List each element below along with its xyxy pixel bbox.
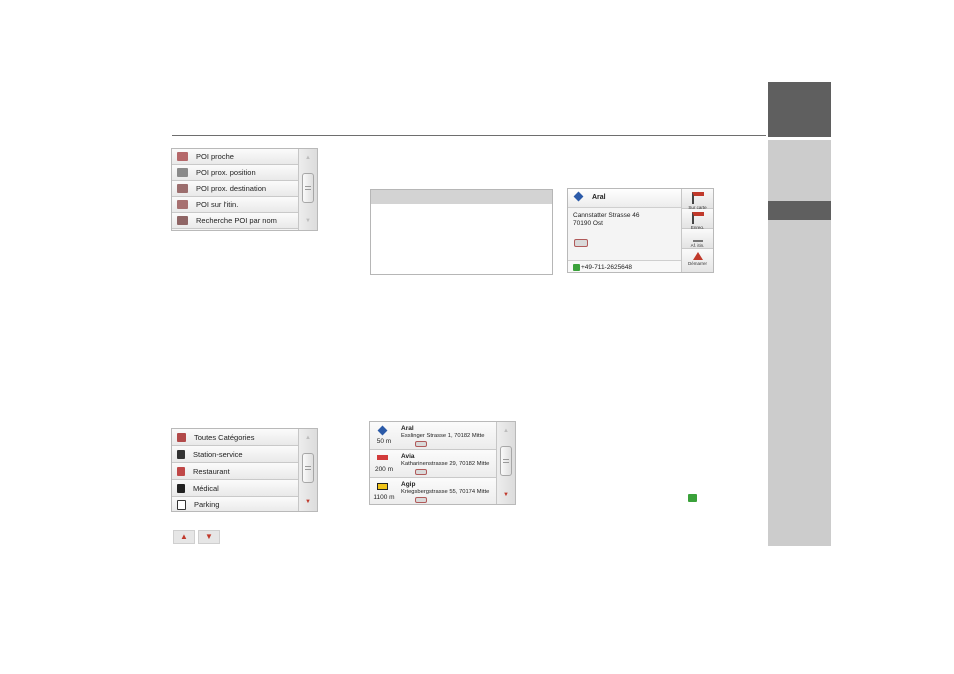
phone-number: +49-711-2625648 [581, 264, 633, 271]
result-row[interactable]: 200 m Avia Katharinenstrasse 29, 70182 M… [370, 450, 498, 478]
poi-results-screen: 50 m Aral Esslinger Strasse 1, 70182 Mit… [369, 421, 516, 505]
save-button[interactable]: Enreg. [682, 209, 713, 230]
button-label: Démarrer [687, 261, 707, 266]
result-row[interactable]: 1100 m Agip Kriegsbergstrasse 55, 70174 … [370, 478, 498, 504]
phone-icon [688, 494, 697, 502]
chapter-tab-marker [768, 201, 831, 220]
detail-action-panel: Sur carte Enreg. Af. itin. Démarrer [681, 189, 713, 272]
result-distance: 50 m [376, 438, 392, 445]
menu-item-label: POI prox. position [196, 168, 256, 177]
header-divider [172, 135, 766, 136]
category-item-label: Station-service [193, 449, 243, 459]
map-flag-icon [691, 192, 704, 204]
avia-brand-icon [377, 455, 388, 460]
result-name: Aral [401, 425, 414, 432]
scroll-up-icon[interactable]: ▲ [305, 435, 311, 441]
note-box-header [371, 190, 552, 204]
poi-position-icon [177, 168, 188, 177]
scroll-up-icon[interactable]: ▲ [503, 428, 509, 434]
poi-destination-icon [177, 184, 188, 193]
poi-menu-screen: POI proche POI prox. position POI prox. … [171, 148, 318, 231]
category-menu-screen: Toutes Catégories Station-service Restau… [171, 428, 318, 512]
scroll-down-icon[interactable]: ▼ [503, 492, 509, 498]
scrollbar[interactable]: ▲ ▼ [298, 429, 317, 511]
navigation-arrow-icon [692, 252, 703, 260]
phone-icon [573, 264, 580, 271]
agip-brand-icon [377, 483, 388, 490]
button-label: Af. itin. [690, 243, 705, 248]
poi-street: Cannstatter Strasse 46 [573, 212, 640, 219]
result-address: Kriegsbergstrasse 55, 70174 Mitte [401, 489, 490, 495]
result-name: Agip [401, 481, 416, 488]
aral-brand-icon [377, 425, 388, 436]
fuel-pump-icon [177, 449, 185, 459]
car-wash-icon [574, 239, 588, 247]
parking-icon [177, 499, 186, 510]
detail-title-bar: Aral [568, 189, 682, 208]
category-item-label: Restaurant [193, 466, 230, 476]
scroll-thumb[interactable] [302, 173, 314, 203]
scroll-up-button[interactable]: ▲ [173, 530, 195, 544]
poi-name: Aral [592, 194, 606, 201]
menu-item-poi-destination[interactable]: POI prox. destination [172, 181, 300, 197]
save-flag-icon [691, 212, 704, 224]
scroll-down-icon[interactable]: ▼ [305, 499, 311, 505]
car-wash-icon [415, 441, 427, 447]
result-address: Esslinger Strasse 1, 70182 Mitte [401, 433, 485, 439]
note-box [370, 189, 553, 275]
category-item-label: Médical [193, 483, 219, 493]
menu-item-poi-nearby[interactable]: POI proche [172, 149, 300, 165]
result-distance: 1100 m [373, 494, 395, 501]
aral-brand-icon [573, 191, 584, 202]
car-wash-icon [415, 497, 427, 503]
scroll-up-icon[interactable]: ▲ [305, 155, 311, 161]
scroll-down-icon[interactable]: ▼ [305, 218, 311, 224]
menu-item-poi-search[interactable]: Recherche POI par nom [172, 213, 300, 229]
category-item-all[interactable]: Toutes Catégories [172, 429, 300, 446]
category-item-parking[interactable]: Parking [172, 497, 300, 511]
menu-item-label: POI prox. destination [196, 184, 267, 193]
poi-search-icon [177, 216, 188, 225]
menu-item-label: Recherche POI par nom [196, 216, 277, 225]
all-categories-icon [177, 432, 186, 442]
button-label: Sur carte [688, 205, 707, 210]
show-route-button[interactable]: Af. itin. [682, 229, 713, 249]
poi-detail-screen: Aral Cannstatter Strasse 46 70190 Ost +4… [567, 188, 714, 273]
phone-row[interactable]: +49-711-2625648 [568, 260, 682, 272]
poi-nearby-icon [177, 152, 188, 161]
category-item-label: Toutes Catégories [194, 432, 255, 442]
menu-item-label: POI sur l'itin. [196, 200, 239, 209]
menu-item-poi-route[interactable]: POI sur l'itin. [172, 197, 300, 213]
result-name: Avia [401, 453, 415, 460]
scroll-down-button[interactable]: ▼ [198, 530, 220, 544]
scroll-thumb[interactable] [302, 453, 314, 483]
start-button[interactable]: Démarrer [682, 249, 713, 272]
category-item-medical[interactable]: Médical [172, 480, 300, 497]
category-item-fuel[interactable]: Station-service [172, 446, 300, 463]
poi-city: 70190 Ost [573, 220, 603, 227]
category-item-restaurant[interactable]: Restaurant [172, 463, 300, 480]
restaurant-icon [177, 466, 185, 476]
result-distance: 200 m [374, 466, 394, 473]
poi-route-icon [177, 200, 188, 209]
scroll-thumb[interactable] [500, 446, 512, 476]
menu-item-poi-position[interactable]: POI prox. position [172, 165, 300, 181]
category-item-label: Parking [194, 500, 220, 509]
route-icon [692, 232, 703, 242]
car-wash-icon [415, 469, 427, 475]
scrollbar[interactable]: ▲ ▼ [298, 149, 317, 230]
chapter-tab-active [768, 82, 831, 137]
show-on-map-button[interactable]: Sur carte [682, 189, 713, 210]
result-address: Katharinenstrasse 29, 70182 Mitte [401, 461, 490, 467]
menu-item-label: POI proche [196, 152, 234, 161]
medical-icon [177, 483, 185, 493]
result-row[interactable]: 50 m Aral Esslinger Strasse 1, 70182 Mit… [370, 422, 498, 450]
button-label: Enreg. [690, 225, 705, 230]
scrollbar[interactable]: ▲ ▼ [496, 422, 515, 504]
